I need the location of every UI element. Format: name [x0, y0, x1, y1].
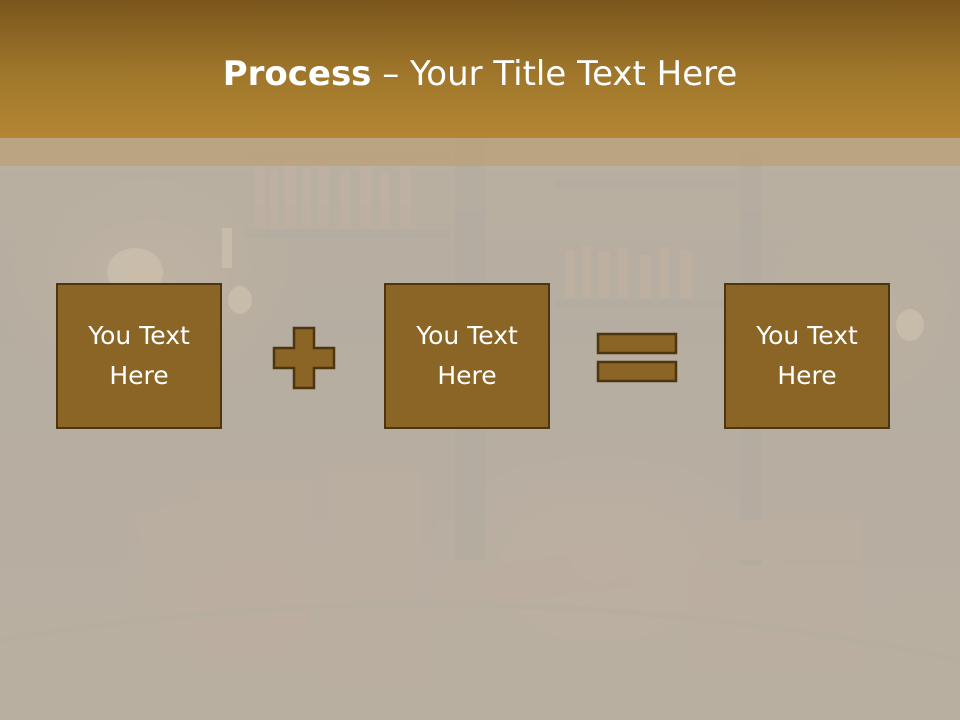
equals-icon — [596, 332, 678, 383]
process-box-2-label: You Text Here — [416, 321, 518, 390]
slide-title[interactable]: Process – Your Title Text Here — [0, 52, 960, 96]
process-box-1[interactable]: You Text Here — [56, 283, 222, 429]
title-bar-fade — [0, 138, 960, 166]
slide-title-bold: Process — [222, 54, 372, 94]
plus-icon — [272, 326, 336, 390]
title-bar — [0, 0, 960, 138]
process-box-1-label: You Text Here — [88, 321, 190, 390]
process-box-3[interactable]: You Text Here — [724, 283, 890, 429]
process-box-2[interactable]: You Text Here — [384, 283, 550, 429]
process-box-3-label: You Text Here — [756, 321, 858, 390]
background-overlay — [0, 138, 960, 720]
slide-title-rest: – Your Title Text Here — [371, 54, 738, 94]
